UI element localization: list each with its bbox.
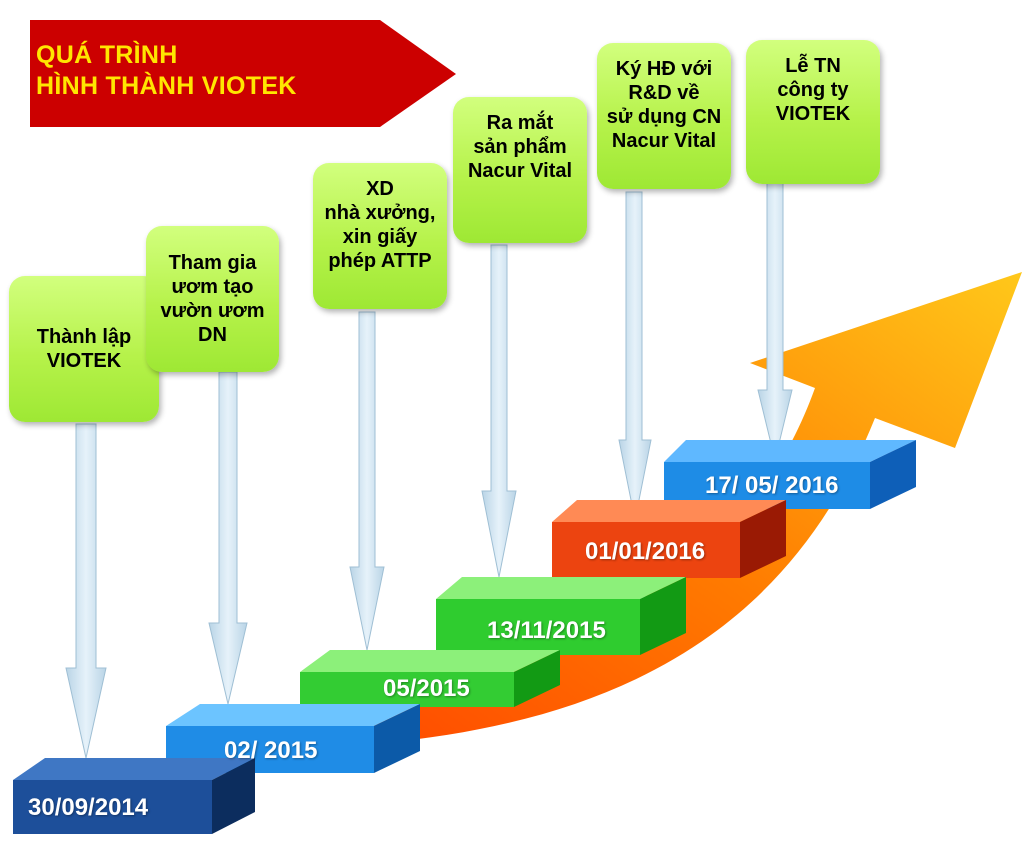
- title-banner: [30, 20, 456, 127]
- connector-arrow-5: [618, 191, 652, 521]
- milestone-note-3: XD nhà xưởng, xin giấy phép ATTP: [313, 163, 447, 309]
- step-4: [436, 577, 686, 655]
- step-date-2: 02/ 2015: [224, 737, 318, 764]
- growth-arrow: [360, 272, 1022, 745]
- step-5: [552, 500, 786, 578]
- step-date-3: 05/2015: [383, 675, 470, 702]
- connector-arrow-1: [65, 423, 107, 759]
- connector-arrow-2: [208, 371, 248, 705]
- connector-arrow-4: [481, 244, 517, 578]
- title-line-1: QUÁ TRÌNH: [36, 41, 178, 69]
- step-1: [13, 758, 255, 834]
- step-date-4: 13/11/2015: [487, 617, 606, 644]
- connector-arrow-3: [349, 311, 385, 651]
- milestone-note-4: Ra mắt sản phẩm Nacur Vital: [453, 97, 587, 243]
- step-date-6: 17/ 05/ 2016: [705, 472, 839, 499]
- page-title: QUÁ TRÌNH HÌNH THÀNH VIOTEK: [36, 40, 297, 102]
- step-3: [300, 650, 560, 707]
- milestone-note-6: Lễ TN công ty VIOTEK: [746, 40, 880, 184]
- milestone-note-2: Tham gia ươm tạo vườn ươm DN: [146, 226, 279, 372]
- title-line-2: HÌNH THÀNH VIOTEK: [36, 72, 297, 100]
- connector-arrows: [65, 182, 793, 759]
- milestone-note-5: Ký HĐ với R&D về sử dụng CN Nacur Vital: [597, 43, 731, 189]
- step-date-5: 01/01/2016: [585, 538, 706, 565]
- step-date-1: 30/09/2014: [28, 794, 149, 821]
- connector-arrow-6: [757, 182, 793, 461]
- milestone-note-1: Thành lập VIOTEK: [9, 276, 159, 422]
